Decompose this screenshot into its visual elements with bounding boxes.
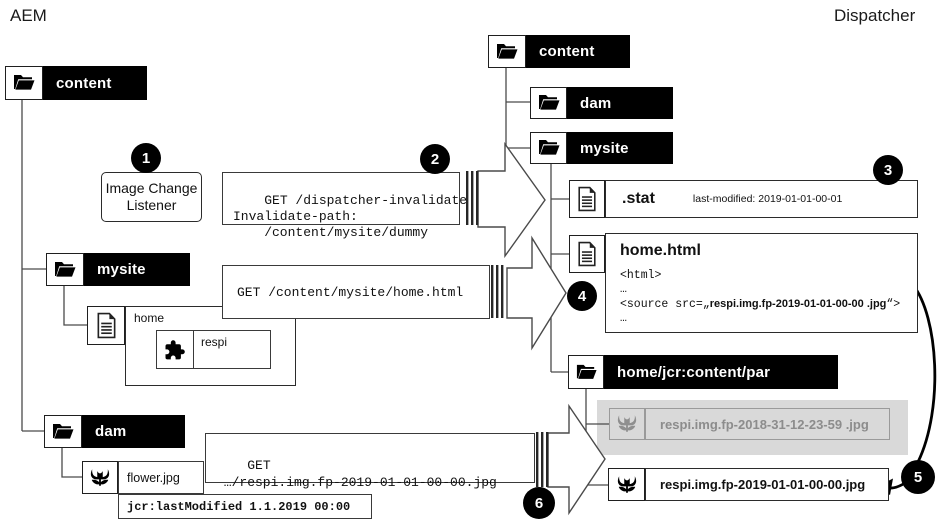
- code-src-filename: respi.img.fp-2019-01-01-00-00 .jpg: [709, 298, 887, 310]
- step-badge-1: 1: [131, 143, 161, 173]
- page-request-box: GET /content/mysite/home.html: [222, 265, 490, 319]
- page-request-text: GET /content/mysite/home.html: [237, 284, 464, 300]
- image-change-listener-box: Image Change Listener: [101, 172, 202, 222]
- folder-icon: [530, 87, 567, 119]
- document-icon: [576, 241, 598, 267]
- homehtml-code-block: <html> … <source src=„respi.img.fp-2019-…: [620, 269, 917, 326]
- code-line-html: <html>: [620, 269, 662, 282]
- aem-title: AEM: [10, 6, 47, 25]
- folder-icon: [568, 355, 604, 389]
- new-image-icon-box: [608, 468, 645, 501]
- stat-doc-icon-box: [569, 180, 605, 218]
- folder-icon: [44, 415, 82, 448]
- aem-home-page-label: home: [134, 311, 165, 325]
- disp-dam-folder-node: dam: [530, 87, 673, 119]
- old-image-icon-box: [609, 408, 645, 440]
- disp-dam-folder-label: dam: [567, 87, 673, 119]
- disp-par-folder-node: home/jcr:content/par: [568, 355, 838, 389]
- new-image-file-box: respi.img.fp-2019-01-01-00-00.jpg: [645, 468, 889, 501]
- aem-content-folder-node: content: [5, 66, 147, 100]
- dispatcher-title: Dispatcher: [834, 6, 916, 25]
- homehtml-file-label: home.html: [620, 242, 701, 259]
- new-image-file-label: respi.img.fp-2019-01-01-00-00.jpg: [660, 477, 866, 492]
- folder-icon: [488, 35, 526, 68]
- flower-metadata-text: jcr:lastModified 1.1.2019 00:00: [127, 499, 351, 514]
- homehtml-file-box: home.html <html> … <source src=„respi.im…: [605, 233, 918, 333]
- step-badge-4: 4: [567, 281, 597, 311]
- image-request-box: GET …/respi.img.fp-2019-01-01-00-00.jpg: [205, 433, 535, 490]
- stat-file-box: .stat last-modified: 2019-01-01-00-01: [605, 180, 918, 218]
- flower-icon: [616, 413, 638, 435]
- step-badge-5: 5: [901, 460, 935, 494]
- folder-icon: [5, 66, 43, 100]
- flower-asset-label-box: flower.jpg: [118, 461, 204, 494]
- stat-file-label: .stat: [622, 190, 655, 207]
- invalidate-request-box: GET /dispatcher-invalidate Invalidate-pa…: [222, 172, 467, 240]
- flower-asset-icon-box: [82, 461, 118, 494]
- document-icon: [576, 186, 598, 212]
- folder-icon: [530, 132, 567, 164]
- stat-last-modified: last-modified: 2019-01-01-00-01: [692, 193, 843, 205]
- code-src-suffix: “>: [886, 298, 901, 311]
- document-icon: [95, 312, 118, 339]
- code-src-prefix: <source src=„: [620, 298, 710, 311]
- aem-mysite-folder-node: mysite: [46, 253, 190, 286]
- arrow-page-request: [506, 235, 567, 351]
- puzzle-icon: [163, 338, 187, 362]
- aem-content-folder-label: content: [43, 66, 147, 100]
- flower-asset-label: flower.jpg: [127, 470, 180, 485]
- aem-dam-folder-label: dam: [82, 415, 185, 448]
- flower-icon: [89, 467, 111, 489]
- respi-component-icon-box: [156, 330, 194, 369]
- code-line-ellipsis: …: [620, 283, 627, 296]
- disp-par-folder-label: home/jcr:content/par: [604, 355, 838, 389]
- respi-component-label: respi: [201, 335, 228, 349]
- step-badge-2: 2: [420, 144, 450, 174]
- disp-mysite-folder-label: mysite: [567, 132, 673, 164]
- document-icon-box: [87, 306, 125, 345]
- folder-icon: [46, 253, 84, 286]
- old-image-file-label: respi.img.fp-2018-31-12-23-59 .jpg: [660, 416, 869, 432]
- disp-content-folder-node: content: [488, 35, 630, 68]
- invalidate-request-text: GET /dispatcher-invalidate Invalidate-pa…: [233, 193, 468, 240]
- aem-mysite-folder-label: mysite: [84, 253, 190, 286]
- disp-mysite-folder-node: mysite: [530, 132, 673, 164]
- homehtml-doc-icon-box: [569, 235, 605, 273]
- code-line-ellipsis: …: [620, 312, 627, 325]
- image-request-text: GET …/respi.img.fp-2019-01-01-00-00.jpg: [223, 458, 497, 490]
- disp-content-folder-label: content: [526, 35, 630, 68]
- flower-metadata-box: jcr:lastModified 1.1.2019 00:00: [118, 494, 372, 519]
- step-badge-6: 6: [523, 487, 555, 519]
- image-change-listener-label: Image Change Listener: [105, 180, 198, 213]
- step-badge-3: 3: [873, 155, 903, 185]
- code-line-source: <source src=„respi.img.fp-2019-01-01-00-…: [620, 297, 917, 312]
- aem-dam-folder-node: dam: [44, 415, 185, 448]
- respi-component-box: respi: [193, 330, 271, 369]
- flower-icon: [616, 474, 638, 496]
- old-image-file-box: respi.img.fp-2018-31-12-23-59 .jpg: [645, 408, 890, 440]
